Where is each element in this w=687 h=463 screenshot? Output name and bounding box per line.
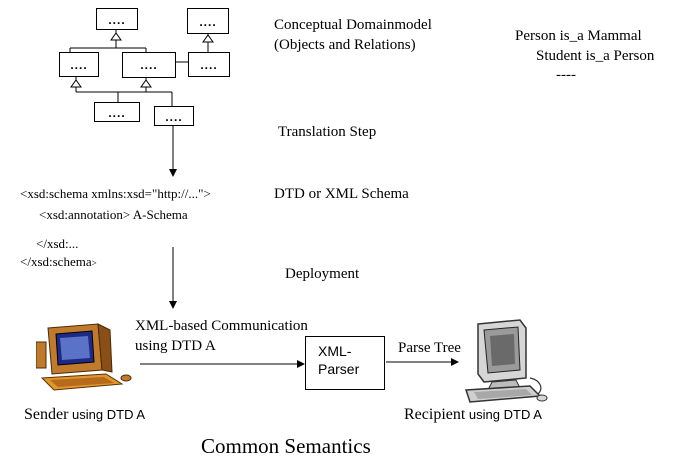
parser-label-2: Parser [318,360,360,377]
communication-label-2: using DTD A [135,338,216,354]
footer-title: Common Semantics [201,434,371,458]
class-box: .... [188,52,230,77]
translation-step-label: Translation Step [278,124,377,140]
example-line-2: Student is_a Person [536,48,655,64]
communication-label-1: XML-based Communication [135,318,308,334]
recipient-name: Recipient [404,406,466,423]
recipient-suffix: using DTD A [465,407,542,422]
class-box: .... [187,8,229,34]
schema-line-1: <xsd:schema xmlns:xsd="http://..."> [20,186,211,201]
class-box: .... [154,106,194,126]
class-box: .... [122,52,176,78]
schema-caption: DTD or XML Schema [274,186,409,202]
recipient-caption: Recipient using DTD A [404,406,542,424]
inheritance-triangle [110,32,122,41]
sender-name: Sender [24,406,69,423]
schema-line-4: </xsd:schema> [20,254,97,270]
recipient-computer-icon [464,319,548,403]
sender-caption: Sender using DTD A [24,406,145,424]
schema-line-3: </xsd:... [36,236,79,251]
parse-tree-label: Parse Tree [398,340,461,356]
xml-parser-box: XML- Parser [305,336,385,390]
schema-line-4-main: </xsd:schema [20,254,92,269]
parser-label-1: XML- [318,343,352,359]
sender-computer-icon [36,323,132,391]
deployment-label: Deployment [285,266,360,282]
domain-model-title: Conceptual Domainmodel [274,17,432,33]
class-box: .... [96,8,138,30]
inheritance-triangle [140,79,152,88]
sender-suffix: using DTD A [68,407,146,422]
example-line-1: Person is_a Mammal [515,28,642,44]
class-box: .... [94,102,140,122]
domain-model-subtitle: (Objects and Relations) [274,37,416,53]
schema-line-2: <xsd:annotation> A-Schema [39,207,188,222]
class-box: .... [59,52,99,77]
inheritance-triangle [202,34,214,43]
inheritance-triangle [70,79,82,88]
schema-line-4-end: > [91,258,97,268]
example-line-3: ---- [556,67,576,83]
